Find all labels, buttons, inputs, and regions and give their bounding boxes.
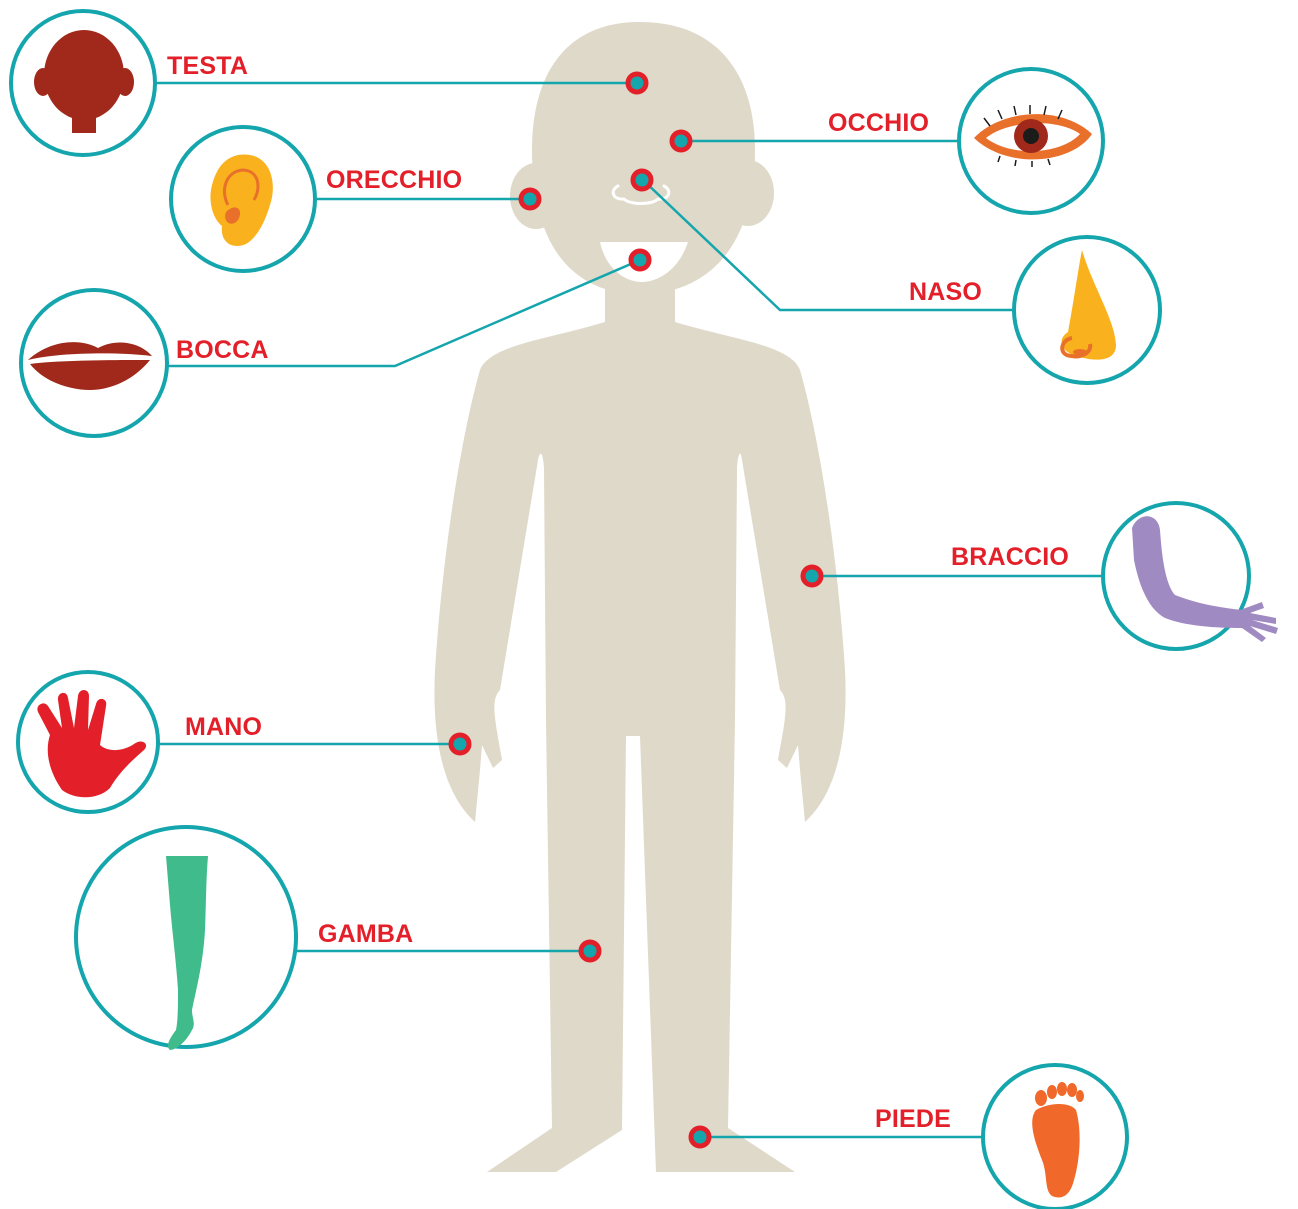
label-foot: PIEDE [875,1107,951,1132]
marker-foot [691,1128,709,1146]
label-mouth: BOCCA [176,338,269,363]
marker-arm [803,567,821,585]
marker-eye [672,132,690,150]
label-head: TESTA [167,54,248,79]
marker-head [628,74,646,92]
human-figure [434,22,845,1172]
label-leg: GAMBA [318,922,413,947]
marker-mouth [631,251,649,269]
label-nose: NASO [909,280,982,305]
label-ear: ORECCHIO [326,168,462,193]
label-hand: MANO [185,715,262,740]
marker-leg [581,942,599,960]
marker-hand [451,735,469,753]
marker-ear [521,190,539,208]
label-eye: OCCHIO [828,111,929,136]
marker-nose [633,171,651,189]
figure-body [434,322,845,1172]
label-arm: BRACCIO [951,545,1069,570]
